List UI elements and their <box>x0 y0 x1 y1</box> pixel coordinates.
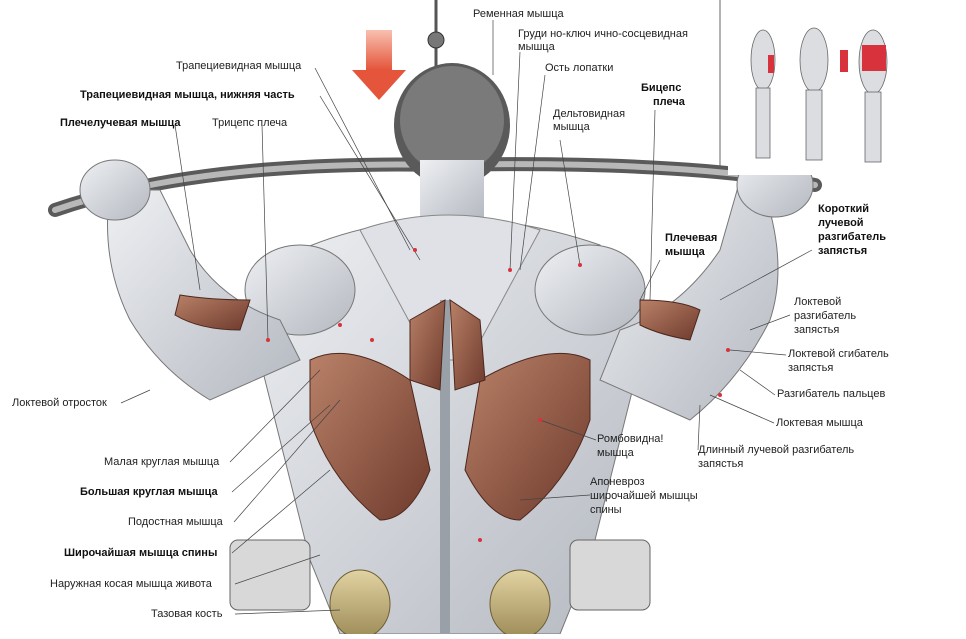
label-brachialis-1: Плечевая <box>665 232 718 244</box>
label-rhomboid-2: мышца <box>597 447 634 459</box>
label-external-oblique: Наружная косая мышца живота <box>50 578 212 590</box>
label-ecu-2: разгибатель <box>794 310 857 322</box>
label-anconeus: Локтевая мышца <box>776 417 863 429</box>
label-ecrb-2: лучевой <box>818 217 864 229</box>
label-sternocleido-1: Груди но-ключ ично-сосцевидная <box>518 28 688 40</box>
label-trapezius-lower: Трапециевидная мышца, нижняя часть <box>80 89 295 101</box>
label-teres-major: Большая круглая мышца <box>80 486 218 498</box>
head <box>394 63 510 220</box>
label-olecranon: Локтевой отросток <box>12 397 107 409</box>
label-deltoid-1: Дельтовидная <box>553 108 626 120</box>
bench-seat <box>229 539 651 611</box>
label-brachioradialis: Плечелучевая мышца <box>60 117 181 129</box>
label-pelvis: Тазовая кость <box>151 608 223 620</box>
label-ecrb-3: разгибатель <box>818 231 886 243</box>
label-trapezius: Трапециевидная мышца <box>176 60 302 72</box>
label-scapular-spine: Ость лопатки <box>545 62 614 74</box>
down-arrow-icon <box>352 30 406 100</box>
label-sternocleido-2: мышца <box>518 41 555 53</box>
label-infraspinatus: Подостная мышца <box>128 516 223 528</box>
shoulders <box>244 244 646 336</box>
label-biceps-1: Бицепс <box>641 82 682 94</box>
latissimus-dorsi <box>309 299 591 521</box>
label-latissimus: Широчайшая мышца спины <box>64 547 218 559</box>
label-triceps: Трицепс плеча <box>212 117 288 129</box>
back-torso <box>249 214 651 635</box>
label-fcu-1: Локтевой сгибатель <box>788 348 889 360</box>
label-brachialis-2: мышца <box>665 246 705 258</box>
mini-figures <box>728 0 903 175</box>
label-ecrl-1: Длинный лучевой разгибатель <box>698 444 855 456</box>
left-arm <box>79 159 301 401</box>
label-splenius: Ременная мышца <box>473 8 564 20</box>
leader-lines <box>120 20 813 615</box>
label-ecu-1: Локтевой <box>794 296 842 308</box>
label-ecrb-4: запястья <box>818 245 868 257</box>
label-ecrb-1: Короткий <box>818 203 870 215</box>
label-ext-digitorum: Разгибатель пальцев <box>777 388 886 400</box>
label-fcu-2: запястья <box>788 362 834 374</box>
label-ecrl-2: запястья <box>698 458 744 470</box>
label-aponeurosis-1: Апоневроз <box>590 476 645 488</box>
marker-dots <box>266 248 730 542</box>
label-teres-minor: Малая круглая мышца <box>104 456 220 468</box>
label-deltoid-2: мышца <box>553 121 590 133</box>
label-ecu-3: запястья <box>794 324 840 336</box>
label-aponeurosis-2: широчайшей мышцы <box>590 490 698 502</box>
label-biceps-2: плеча <box>653 96 685 108</box>
label-rhomboid-1: Ромбовидна! <box>597 433 664 445</box>
pelvis-bones <box>329 569 551 639</box>
label-aponeurosis-3: спины <box>590 504 622 516</box>
